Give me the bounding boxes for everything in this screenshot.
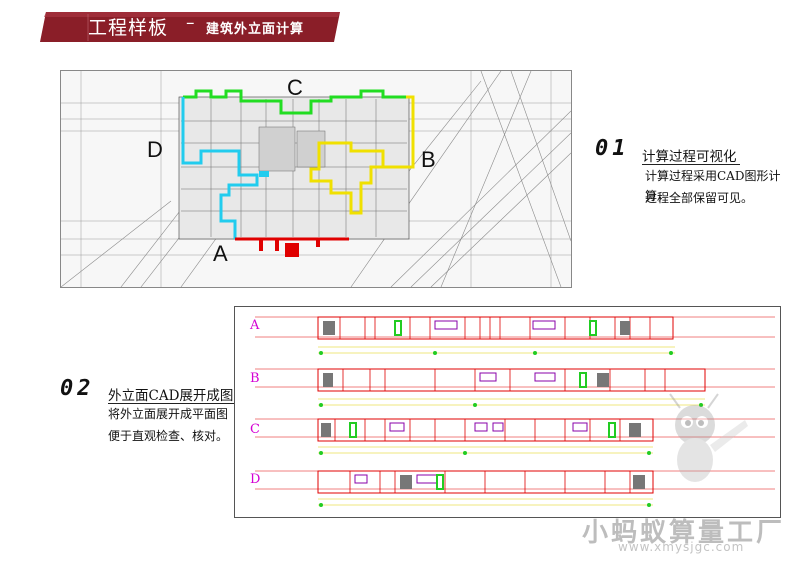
page-title: 工程样板 — [88, 17, 169, 39]
section-title-facade: 外立面CAD展开成图 — [108, 388, 234, 404]
facade-svg — [255, 316, 775, 507]
watermark-brand: 小蚂蚁算量工厂 — [582, 518, 786, 548]
watermark-url: www.xmysjgc.com — [618, 540, 745, 554]
ant-mascot-icon — [669, 393, 748, 482]
facade-row-label-b: B — [250, 371, 260, 386]
section-desc-line-1: 计算过程采用CAD图形计算， — [645, 169, 781, 203]
plan-label-a: A — [213, 241, 228, 266]
section-desc-line-1: 将外立面展开成平面图 — [108, 407, 229, 421]
section-title-underline — [642, 164, 740, 165]
section-number-02: 02 — [60, 376, 95, 401]
section-desc-line-2: 便于直观检查、核对。 — [108, 429, 229, 443]
facade-row-c — [255, 418, 775, 455]
title-dash: – — [186, 13, 195, 33]
facade-row-b — [255, 368, 775, 407]
plan-label-b: B — [421, 147, 436, 172]
facade-row-d — [255, 470, 775, 507]
facade-row-a — [255, 316, 775, 355]
facade-elevation-drawing — [234, 306, 781, 518]
facade-row-label-a: A — [250, 318, 260, 333]
section-title-visualization: 计算过程可视化 — [642, 149, 737, 165]
banner-background — [40, 12, 340, 42]
plan-label-c: C — [287, 75, 303, 100]
floor-plan-drawing: C D B A — [60, 70, 572, 288]
facade-row-label-c: C — [250, 422, 260, 437]
page-subtitle: 建筑外立面计算 — [206, 22, 305, 37]
section-number-01: 01 — [595, 136, 630, 161]
plan-label-d: D — [147, 137, 163, 162]
facade-row-label-d: D — [250, 472, 261, 487]
section-title-underline — [108, 403, 234, 404]
section-desc-line-2: 过程全部保留可见。 — [645, 191, 754, 205]
floor-plan-svg — [61, 71, 571, 287]
